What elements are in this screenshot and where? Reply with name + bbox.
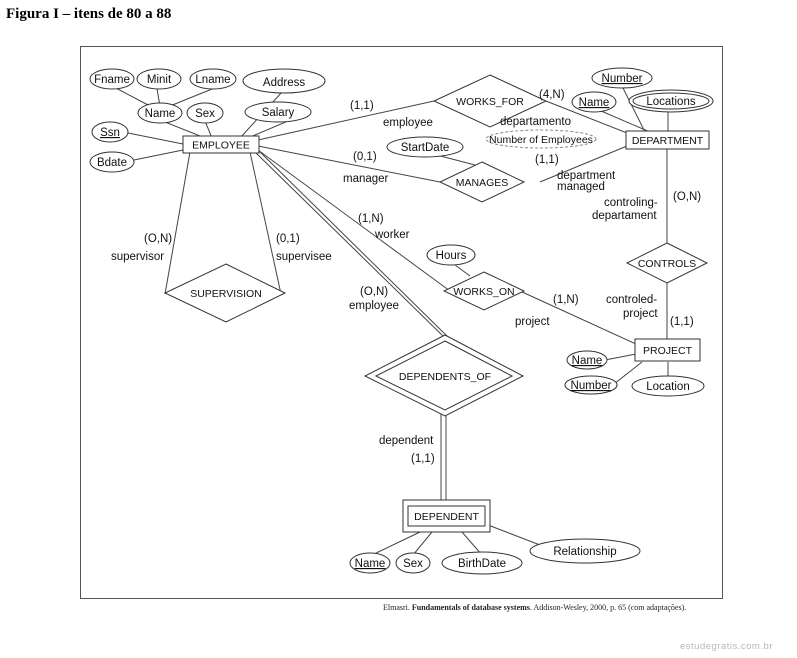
label-dof-dep-card: (1,1) [411, 453, 435, 465]
attr-fname: Fname [89, 68, 135, 90]
svg-text:Bdate: Bdate [97, 157, 127, 169]
caption-rest: . Addison-Wesley, 2000, p. 65 (com adapt… [529, 603, 687, 612]
svg-text:DEPENDENT: DEPENDENT [414, 511, 479, 523]
label-dof-dep-role: dependent [379, 435, 434, 447]
label-mg-dept-card: (1,1) [535, 154, 559, 166]
attr-bdate: Bdate [89, 151, 135, 173]
label-sup-right-role: supervisee [276, 251, 332, 263]
svg-text:MANAGES: MANAGES [456, 177, 509, 189]
watermark: estudegratis.com.br [680, 641, 773, 652]
attr-dep-name: Name [349, 552, 391, 574]
attr-proj-name: Name [566, 350, 608, 370]
svg-text:Sex: Sex [195, 108, 215, 120]
attr-dep-sex: Sex [395, 552, 431, 574]
label-sup-left-role: supervisor [111, 251, 164, 263]
caption-author: Elmasri. [383, 603, 410, 612]
attr-start-date: StartDate [386, 136, 464, 158]
attr-proj-location: Location [631, 375, 705, 397]
label-wo-proj-card: (1,N) [553, 294, 579, 306]
label-wo-proj-role: project [515, 316, 550, 328]
svg-text:Locations: Locations [646, 96, 695, 108]
entity-project: PROJECT [634, 338, 701, 362]
svg-text:SUPERVISION: SUPERVISION [190, 288, 262, 300]
attr-lname: Lname [189, 68, 237, 90]
svg-text:DEPARTMENT: DEPARTMENT [632, 135, 704, 147]
relationship-controls: CONTROLS [625, 242, 709, 284]
svg-text:Location: Location [646, 381, 689, 393]
svg-text:Number of Employees: Number of Employees [489, 134, 593, 146]
relationship-manages: MANAGES [438, 161, 526, 203]
diagram-frame [80, 46, 723, 599]
attr-dept-number: Number [591, 67, 653, 89]
label-ctrl-dept-role1: controling- [604, 197, 658, 209]
attr-number-of-employees: Number of Employees [485, 129, 597, 149]
svg-text:Relationship: Relationship [553, 546, 616, 558]
label-wf-emp-card: (1,1) [350, 100, 374, 112]
label-ctrl-proj-role1: controled- [606, 294, 657, 306]
svg-text:Salary: Salary [262, 107, 295, 119]
label-dof-emp-card: (O,N) [360, 286, 388, 298]
svg-text:Number: Number [571, 380, 612, 392]
label-mg-dept-role2: managed [557, 181, 605, 193]
svg-text:WORKS_FOR: WORKS_FOR [456, 96, 524, 108]
label-ctrl-dept-role2: departament [592, 210, 657, 222]
attr-salary: Salary [244, 101, 312, 123]
attr-locations: Locations [628, 89, 714, 113]
label-dof-emp-role: employee [349, 300, 399, 312]
entity-department: DEPARTMENT [625, 130, 710, 150]
attr-minit: Minit [136, 68, 182, 90]
svg-text:DEPENDENTS_OF: DEPENDENTS_OF [399, 371, 491, 383]
label-wf-dept-role: departamento [500, 116, 571, 128]
svg-text:Name: Name [572, 355, 603, 367]
svg-text:Minit: Minit [147, 74, 172, 86]
label-sup-right-card: (0,1) [276, 233, 300, 245]
attr-ssn: Ssn [91, 121, 129, 143]
svg-text:Address: Address [263, 77, 305, 89]
label-mg-emp-role: manager [343, 173, 389, 185]
svg-text:Name: Name [579, 97, 610, 109]
svg-text:Name: Name [355, 558, 386, 570]
label-mg-emp-card: (0,1) [353, 151, 377, 163]
relationship-supervision: SUPERVISION [163, 263, 287, 323]
attr-sex: Sex [186, 102, 224, 124]
label-wo-emp-role: worker [374, 229, 410, 241]
label-wf-emp-role: employee [383, 117, 433, 129]
label-ctrl-dept-card: (O,N) [673, 191, 701, 203]
label-ctrl-proj-card: (1,1) [670, 316, 694, 328]
relationship-works-for: WORKS_FOR [432, 74, 548, 128]
attr-address: Address [242, 68, 326, 94]
svg-text:BirthDate: BirthDate [458, 558, 506, 570]
figure-title: Figura I – itens de 80 a 88 [6, 6, 172, 22]
relationship-dependents-of: DEPENDENTS_OF [363, 334, 525, 417]
relationship-works-on: WORKS_ON [442, 271, 526, 311]
attr-proj-number: Number [564, 375, 618, 395]
svg-text:Hours: Hours [436, 250, 467, 262]
svg-text:CONTROLS: CONTROLS [638, 258, 696, 270]
label-ctrl-proj-role2: project [623, 308, 658, 320]
caption-title: Fundamentals of database systems [411, 603, 530, 612]
svg-text:PROJECT: PROJECT [643, 345, 693, 357]
attr-hours: Hours [426, 244, 476, 266]
attr-dep-birthdate: BirthDate [441, 551, 523, 575]
svg-text:Name: Name [145, 108, 176, 120]
attr-name: Name [137, 102, 183, 124]
svg-text:Sex: Sex [403, 558, 423, 570]
svg-text:WORKS_ON: WORKS_ON [453, 286, 514, 298]
svg-text:EMPLOYEE: EMPLOYEE [192, 140, 250, 152]
label-wf-dept-card: (4,N) [539, 89, 565, 101]
svg-text:Ssn: Ssn [100, 127, 120, 139]
svg-text:Fname: Fname [94, 74, 130, 86]
label-wo-emp-card: (1,N) [358, 213, 384, 225]
label-sup-left-card: (O,N) [144, 233, 172, 245]
svg-text:Lname: Lname [195, 74, 230, 86]
entity-dependent: DEPENDENT [402, 499, 491, 533]
source-caption: Elmasri. Fundamentals of database system… [383, 603, 686, 612]
entity-employee: EMPLOYEE [182, 135, 260, 154]
label-mg-dept-role1: department [557, 170, 616, 182]
svg-text:StartDate: StartDate [401, 142, 450, 154]
attr-dept-name: Name [571, 91, 617, 113]
svg-text:Number: Number [602, 73, 643, 85]
attr-dep-relationship: Relationship [529, 538, 641, 564]
